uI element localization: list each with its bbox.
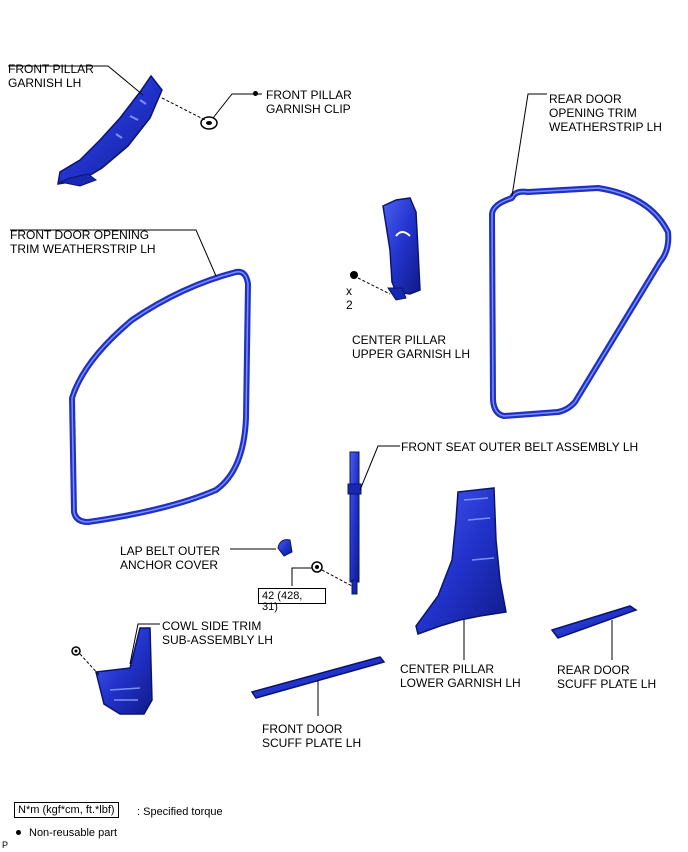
front-seat-belt-label: FRONT SEAT OUTER BELT ASSEMBLY LH	[401, 440, 639, 454]
lap-belt-cover-part	[277, 539, 293, 557]
rear-door-scuff-label: REAR DOOR SCUFF PLATE LH	[557, 663, 657, 691]
cowl-side-trim-label: COWL SIDE TRIM SUB-ASSEMBLY LH	[162, 619, 273, 647]
center-pillar-upper-label: CENTER PILLAR UPPER GARNISH LH	[352, 333, 471, 361]
center-pillar-lower-label: CENTER PILLAR LOWER GARNISH LH	[400, 662, 521, 690]
front-seat-belt-part	[347, 451, 362, 595]
rear-door-weatherstrip-part	[489, 185, 672, 419]
front-pillar-garnish-part	[57, 74, 163, 187]
cowl-side-trim-part	[95, 627, 153, 715]
front-door-scuff-part	[250, 656, 386, 699]
footer-code: P	[2, 840, 9, 850]
rear-door-weatherstrip-label: REAR DOOR OPENING TRIM WEATHERSTRIP LH	[549, 92, 662, 134]
legend-torque-unit-box: N*m (kgf*cm, ft.*lbf)	[14, 802, 119, 818]
front-door-weatherstrip-label: FRONT DOOR OPENING TRIM WEATHERSTRIP LH	[10, 228, 156, 256]
torque-spec-box: 42 (428,	[258, 588, 326, 604]
torque-spec-continued: 31)	[262, 601, 278, 613]
screw-part	[350, 271, 358, 279]
front-door-scuff-label: FRONT DOOR SCUFF PLATE LH	[262, 722, 362, 750]
legend-non-reusable-text: Non-reusable part	[29, 827, 118, 839]
bolt-part	[311, 561, 323, 573]
center-pillar-upper-part	[382, 197, 421, 301]
legend-torque-text: : Specified torque	[137, 806, 223, 818]
lap-belt-cover-label: LAP BELT OUTER ANCHOR COVER	[120, 544, 221, 572]
non-reusable-bullet-icon	[253, 91, 258, 96]
center-pillar-lower-part	[415, 487, 507, 635]
screw-count-label: x 2	[346, 284, 353, 312]
front-door-weatherstrip-part	[69, 268, 251, 525]
front-pillar-garnish-label: FRONT PILLAR GARNISH LH	[8, 62, 94, 90]
rear-door-scuff-part	[550, 605, 638, 639]
legend-bullet-icon	[16, 830, 21, 835]
garnish-clip-part	[200, 116, 218, 130]
garnish-clip-label: FRONT PILLAR GARNISH CLIP	[266, 88, 352, 116]
clip-part	[71, 646, 81, 656]
